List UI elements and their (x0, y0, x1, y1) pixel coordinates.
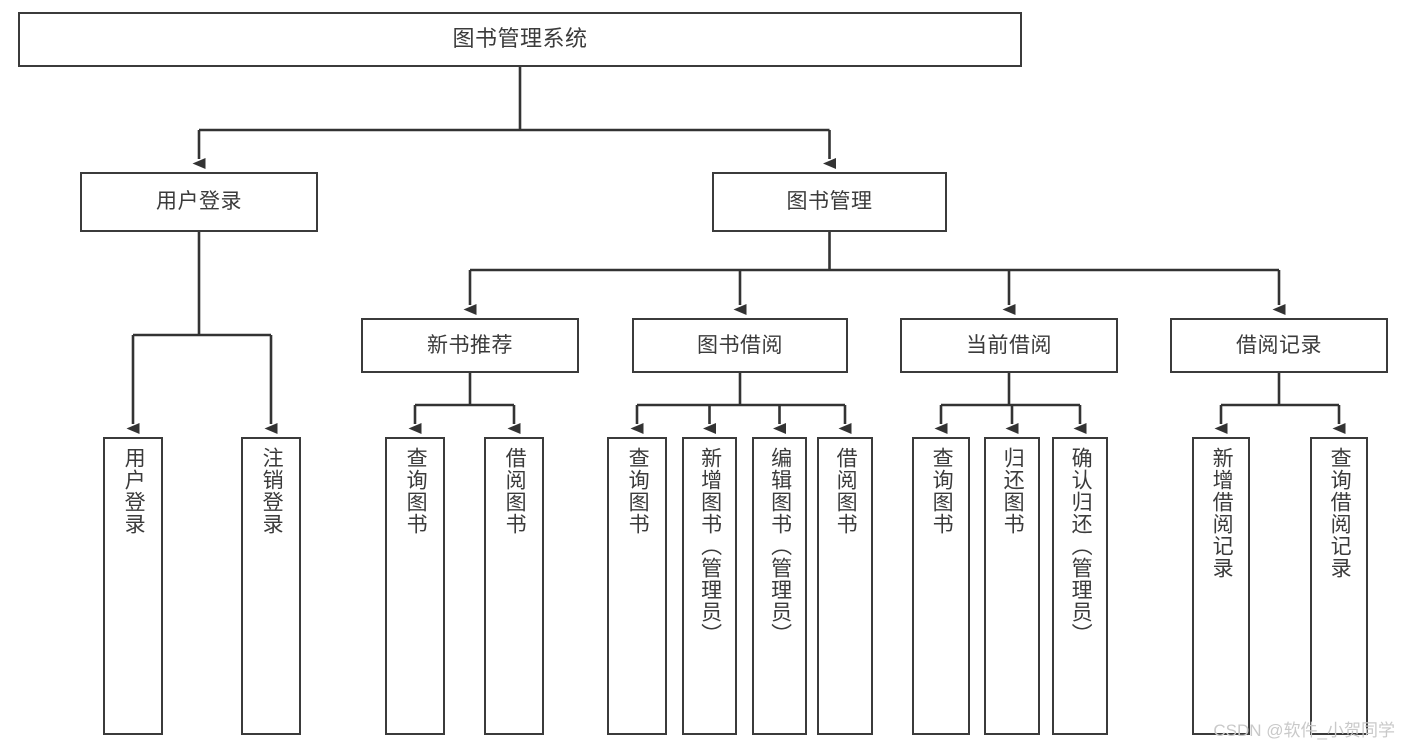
node-book-borrow[interactable]: 图书借阅 (632, 318, 848, 373)
node-book-borrow-label: 图书借阅 (697, 333, 783, 357)
node-root-book-management-system[interactable]: 图书管理系统 (18, 12, 1022, 67)
node-user-login-label: 用户登录 (156, 190, 242, 214)
node-leaf-query-book-1[interactable]: 查询图书 (385, 437, 445, 735)
node-leaf-borrow-book-1[interactable]: 借阅图书 (484, 437, 544, 735)
node-leaf-user-login-label: 用户登录 (122, 447, 146, 535)
node-leaf-borrow-book-2-label: 借阅图书 (834, 447, 858, 535)
node-leaf-logout[interactable]: 注销登录 (241, 437, 301, 735)
node-new-book-recommend-label: 新书推荐 (427, 333, 513, 357)
node-leaf-confirm-return[interactable]: 确认归还（管理员） (1052, 437, 1108, 735)
node-book-manage-label: 图书管理 (786, 190, 873, 214)
node-leaf-edit-book[interactable]: 编辑图书（管理员） (752, 437, 807, 735)
node-leaf-add-record[interactable]: 新增借阅记录 (1192, 437, 1250, 735)
node-book-manage[interactable]: 图书管理 (712, 172, 947, 232)
node-user-login[interactable]: 用户登录 (80, 172, 318, 232)
node-new-book-recommend[interactable]: 新书推荐 (361, 318, 579, 373)
node-current-borrow-label: 当前借阅 (966, 333, 1052, 357)
node-leaf-query-book-3[interactable]: 查询图书 (912, 437, 970, 735)
node-leaf-query-record[interactable]: 查询借阅记录 (1310, 437, 1368, 735)
node-leaf-add-record-label: 新增借阅记录 (1210, 447, 1234, 579)
node-current-borrow[interactable]: 当前借阅 (900, 318, 1118, 373)
node-leaf-confirm-return-label: 确认归还（管理员） (1069, 447, 1093, 645)
node-leaf-return-book-label: 归还图书 (1001, 447, 1025, 535)
csdn-watermark: CSDN @软件_小贺同学 (1213, 721, 1395, 740)
node-leaf-query-book-2-label: 查询图书 (626, 447, 650, 535)
node-borrow-record-label: 借阅记录 (1236, 333, 1322, 357)
node-leaf-borrow-book-1-label: 借阅图书 (503, 447, 527, 535)
node-borrow-record[interactable]: 借阅记录 (1170, 318, 1388, 373)
node-leaf-borrow-book-2[interactable]: 借阅图书 (817, 437, 873, 735)
node-leaf-add-book[interactable]: 新增图书（管理员） (682, 437, 737, 735)
node-leaf-query-book-3-label: 查询图书 (930, 447, 954, 535)
node-leaf-edit-book-label: 编辑图书（管理员） (768, 447, 792, 645)
node-leaf-add-book-label: 新增图书（管理员） (698, 447, 722, 645)
node-root-book-management-system-label: 图书管理系统 (452, 26, 588, 52)
node-leaf-return-book[interactable]: 归还图书 (984, 437, 1040, 735)
node-leaf-query-record-label: 查询借阅记录 (1328, 447, 1352, 579)
node-leaf-query-book-1-label: 查询图书 (404, 447, 428, 535)
node-leaf-logout-label: 注销登录 (260, 447, 284, 535)
node-leaf-query-book-2[interactable]: 查询图书 (607, 437, 667, 735)
node-leaf-user-login[interactable]: 用户登录 (103, 437, 163, 735)
